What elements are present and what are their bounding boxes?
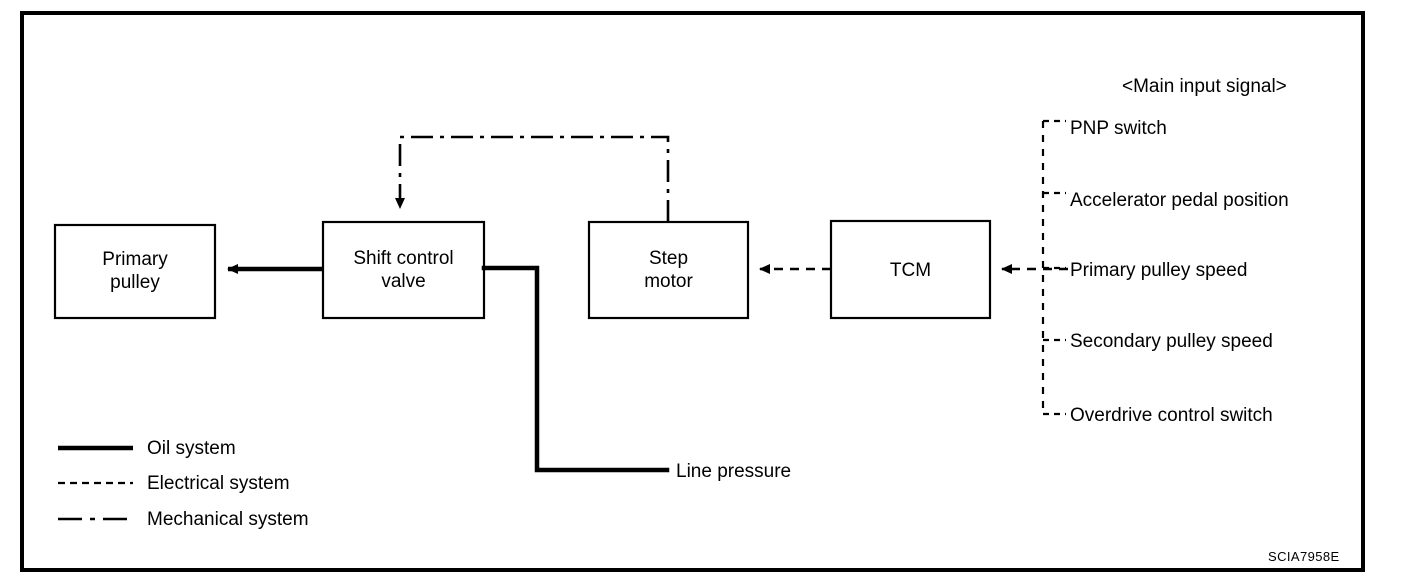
input-signal-label-primary-pulley-speed: Primary pulley speed [1070,260,1248,281]
legend-label-electrical-system: Electrical system [147,473,290,494]
box-label-primary-pulley-line1: Primary [102,249,168,270]
input-signal-label-accelerator-pedal-position: Accelerator pedal position [1070,190,1289,211]
box-label-step-motor-line1: Step [648,248,689,269]
input-signal-label-pnp-switch: PNP switch [1070,118,1167,139]
box-label-tcm: TCM [831,259,990,282]
box-primary-pulley [53,223,217,320]
box-label-tcm-line1: TCM [889,260,932,281]
diagram-frame [20,11,1365,572]
flow-label-line-pressure: Line pressure [676,461,792,482]
box-label-primary-pulley-line2: pulley [110,272,160,293]
main-input-signal-title: <Main input signal> [1122,76,1287,97]
figure-code: SCIA7958E [1268,549,1340,564]
box-label-step-motor: Step motor [589,247,748,293]
input-signal-label-overdrive-control-switch: Overdrive control switch [1070,405,1273,426]
box-label-primary-pulley: Primary pulley [55,248,215,294]
input-signal-label-secondary-pulley-speed: Secondary pulley speed [1070,331,1273,352]
box-shift-control-valve [321,220,486,320]
box-label-shift-control-valve-line2: valve [381,271,426,292]
box-label-step-motor-line2: motor [644,271,693,292]
legend-label-mechanical-system: Mechanical system [147,509,309,530]
box-label-shift-control-valve-line1: Shift control [353,248,454,269]
mechanical-line-step-motor-to-valve [395,135,670,222]
oil-line-line-pressure [481,265,670,473]
legend-label-oil-system: Oil system [147,438,236,459]
box-label-shift-control-valve: Shift control valve [323,247,484,293]
